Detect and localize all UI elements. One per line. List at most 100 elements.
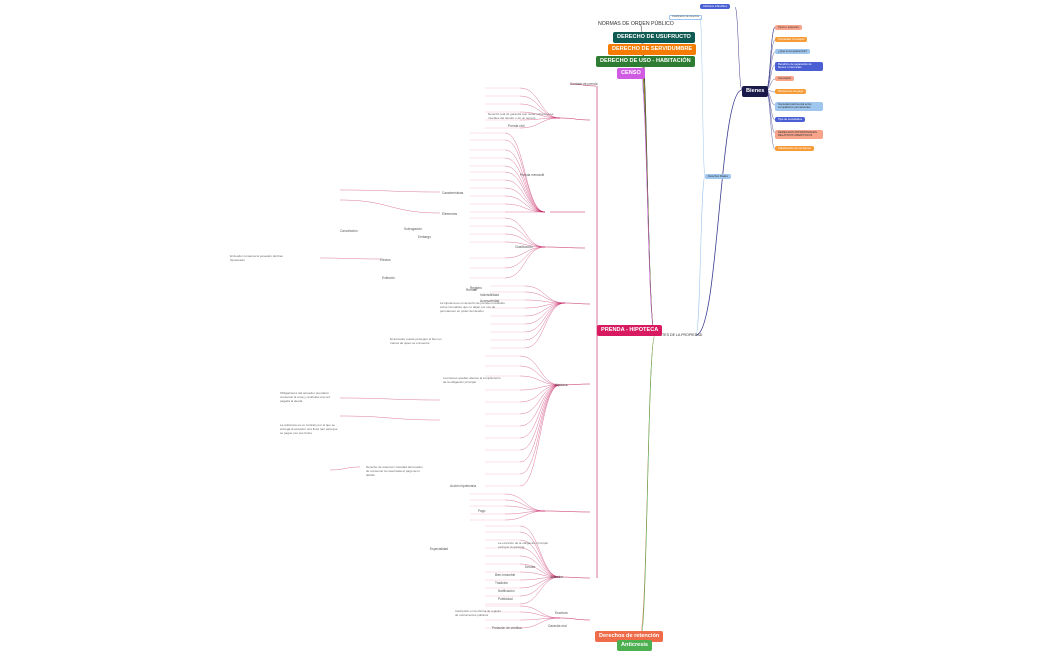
line-hub-9 xyxy=(559,617,591,621)
bienes-child-2[interactable]: Propiedad. Concepto xyxy=(775,37,808,43)
derechos-reales-node[interactable]: Derechos Reales xyxy=(705,174,731,180)
prenda-hipoteca-node[interactable]: PRENDA - HIPOTECA xyxy=(597,325,663,336)
line-leaf-4-3 xyxy=(519,384,561,391)
line-leaf-6-3 xyxy=(519,547,561,578)
line-leaf-3-0 xyxy=(524,285,566,304)
connector-lines xyxy=(319,6,776,644)
para-extincion: La extinción de la obligación principal … xyxy=(498,541,548,549)
label-accion-hipotecaria: Acción hipotecaria xyxy=(450,484,477,488)
para-definicion-hipoteca: La hipoteca es un derecho de prenda cons… xyxy=(440,301,505,313)
label-remate: Remate xyxy=(466,288,478,292)
para-definicion-prenda: Derecho real de garantía que recae sobre… xyxy=(488,112,554,120)
bienes-child-4[interactable]: Beneficio de separación de bienes o here… xyxy=(775,62,823,71)
line-leaf-3-4 xyxy=(524,302,566,317)
line-center-anticresis xyxy=(639,334,656,644)
line-leaf-4-8 xyxy=(519,384,561,451)
label-clasificacion: Clasificación xyxy=(515,245,533,249)
para-inscripcion: Inscripción en la oficina de registro de… xyxy=(455,609,502,617)
line-leaf-1-3 xyxy=(504,157,546,213)
line-leaf-5-4 xyxy=(504,510,546,521)
label-escritura: Escritura xyxy=(555,611,568,615)
servidumbre-node[interactable]: DERECHO DE SERVIDUMBRE xyxy=(608,44,697,55)
normas-node[interactable]: NORMAS DE ORDEN PÚBLICO xyxy=(598,21,674,27)
usufructo-node[interactable]: DERECHO DE USUFRUCTO xyxy=(613,32,695,43)
label-hipoteca: Hipoteca xyxy=(555,383,568,387)
label-especialidad: Especialidad xyxy=(430,547,449,551)
line-leaf-1-5 xyxy=(504,171,546,213)
line-leaf-1-1 xyxy=(504,139,546,213)
line-leaf-7-0 xyxy=(519,605,561,619)
bienes-child-8[interactable]: Tipo de sociedades xyxy=(775,117,806,123)
line-leaf-4-7 xyxy=(519,384,561,439)
line-bienes-child-10 xyxy=(765,89,776,150)
bienes-child-5[interactable]: Usucapión xyxy=(775,76,795,82)
line-hub-6 xyxy=(559,383,591,386)
label-caracteristicas: Características xyxy=(442,191,464,195)
label-extincion: Extinción xyxy=(382,276,395,280)
bienes-child-9[interactable]: DERECHOS PATRIMONIALES RELATIVOS CREDITI… xyxy=(775,130,823,139)
bienes-child-6[interactable]: Situaciones de pago xyxy=(775,89,807,95)
line-secondary-0 xyxy=(339,189,441,193)
line-leaf-3-2 xyxy=(524,299,566,304)
line-secondary-4 xyxy=(339,415,441,421)
bienes-node[interactable]: Bienes xyxy=(742,86,769,97)
label-tradicion: Tradición xyxy=(495,581,508,585)
atributos-node[interactable]: Atributos inflexibles xyxy=(700,4,731,10)
anticresis-node[interactable]: Anticresis xyxy=(617,640,653,651)
line-leaf-3-8 xyxy=(524,302,566,349)
line-bienes-atributos xyxy=(734,6,743,91)
line-leaf-1-0 xyxy=(504,132,546,213)
uso-habitacion-node[interactable]: DERECHO DE USO - HABITACIÓN xyxy=(596,56,695,67)
label-registro: Registro xyxy=(470,286,482,290)
line-leaf-6-6 xyxy=(519,571,561,578)
line-hub-5 xyxy=(564,302,591,305)
line-leaf-6-1 xyxy=(519,531,561,578)
para-anticresis: La anticresis es un contrato por el que … xyxy=(280,423,338,435)
label-bien-inmueble: Bien inmueble xyxy=(495,573,516,577)
line-leaf-0-5 xyxy=(519,117,561,129)
line-leaf-4-2 xyxy=(519,375,561,386)
bienes-child-10[interactable]: Clasificación de los bienes xyxy=(775,146,814,152)
label-publicidad: Publicidad xyxy=(498,597,513,601)
line-secondary-5 xyxy=(329,466,361,471)
line-leaf-7-3 xyxy=(519,617,561,629)
line-leaf-6-10 xyxy=(519,576,561,605)
leaf-markers xyxy=(470,87,653,629)
censo-node[interactable]: CENSO xyxy=(617,68,645,79)
line-leaf-1-7 xyxy=(504,187,546,213)
bienes-child-7[interactable]: Sociedad patrimonial entre compañeros pe… xyxy=(775,102,823,111)
label-indivisibilidad: Indivisibilidad xyxy=(480,293,499,297)
line-center-derechos-reales xyxy=(695,175,706,336)
label-garantia-real: Garantía real xyxy=(548,624,567,628)
line-leaf-2-3 xyxy=(504,241,546,248)
line-leaf-1-2 xyxy=(504,149,546,213)
clasificacion-derechos-node[interactable]: Clasificacion de derechos xyxy=(669,15,703,20)
line-leaf-4-10 xyxy=(519,384,561,475)
line-leaf-3-7 xyxy=(524,302,566,341)
bienes-child-3[interactable]: ¿Qué es la apariencia? xyxy=(775,49,810,55)
line-leaf-2-2 xyxy=(504,233,546,248)
center-node[interactable]: LIMITES DE LA PROPIEDAD xyxy=(655,333,703,337)
derechos-retencion-node[interactable]: Derechos de retención xyxy=(595,631,664,642)
line-secondary-2 xyxy=(319,257,381,260)
line-leaf-5-2 xyxy=(504,505,546,512)
bienes-child-1[interactable]: Tipos o especies xyxy=(775,25,802,31)
line-leaf-0-4 xyxy=(519,117,561,121)
line-leaf-0-2 xyxy=(519,103,561,119)
line-leaf-6-5 xyxy=(519,563,561,578)
line-secondary-1 xyxy=(339,199,441,214)
line-leaf-3-5 xyxy=(524,302,566,325)
label-efectos: Efectos xyxy=(380,258,391,262)
line-bienes-child-2 xyxy=(765,39,776,91)
line-leaf-3-1 xyxy=(524,291,566,304)
line-center-bienes xyxy=(695,89,743,336)
label-pago: Pago xyxy=(478,509,486,513)
line-leaf-7-1 xyxy=(519,611,561,619)
line-hub-8 xyxy=(559,576,591,579)
line-leaf-0-0 xyxy=(519,87,561,119)
line-leaf-4-9 xyxy=(519,384,561,463)
label-notificacion: Notificación xyxy=(498,589,515,593)
line-center-censo xyxy=(639,71,656,336)
line-hub-2 xyxy=(559,117,591,121)
